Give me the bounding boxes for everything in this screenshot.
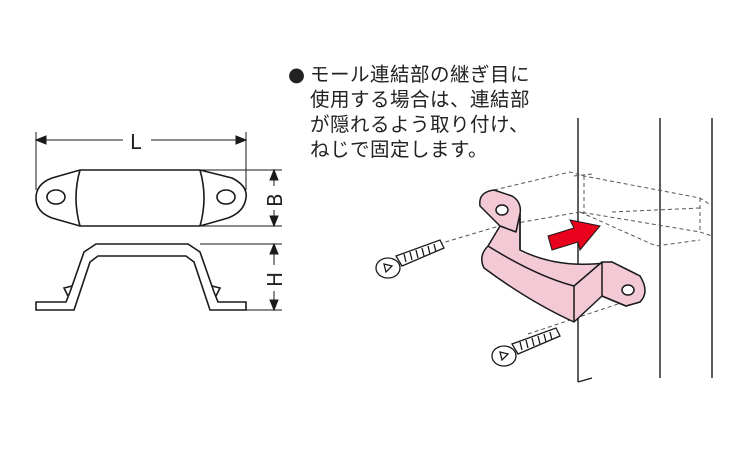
dimension-b-label: B	[263, 193, 287, 207]
dimension-l-label: L	[130, 130, 142, 154]
screw-lower	[491, 327, 561, 367]
insert-direction-arrow	[547, 219, 601, 252]
dimension-b	[200, 168, 282, 228]
dimension-h-label-bg	[263, 265, 287, 291]
dimension-h-label: H	[263, 272, 287, 287]
screw-upper	[375, 239, 445, 279]
note-line-3: が隠れるよう取り付け、	[310, 113, 530, 136]
saddle-3d	[479, 189, 646, 323]
wall-post	[577, 118, 713, 383]
note-line-4: ねじで固定します。	[310, 138, 489, 161]
dimension-h	[200, 242, 282, 312]
dimension-b-label-bg	[263, 186, 287, 210]
note-line-1: ●モール連結部の継ぎ目に	[288, 62, 578, 87]
dimension-l-label-bg	[123, 128, 151, 152]
molding-dashed-outline	[431, 171, 713, 335]
saddle-side-view	[35, 243, 247, 311]
installation-note: ●モール連結部の継ぎ目に 使用する場合は、連結部 が隠れるよう取り付け、 ねじで…	[288, 62, 578, 162]
note-line-1-text: モール連結部の継ぎ目に	[310, 63, 531, 86]
note-bullet: ●	[288, 63, 306, 86]
note-line-2: 使用する場合は、連結部	[310, 88, 531, 111]
saddle-top-view	[35, 169, 248, 227]
